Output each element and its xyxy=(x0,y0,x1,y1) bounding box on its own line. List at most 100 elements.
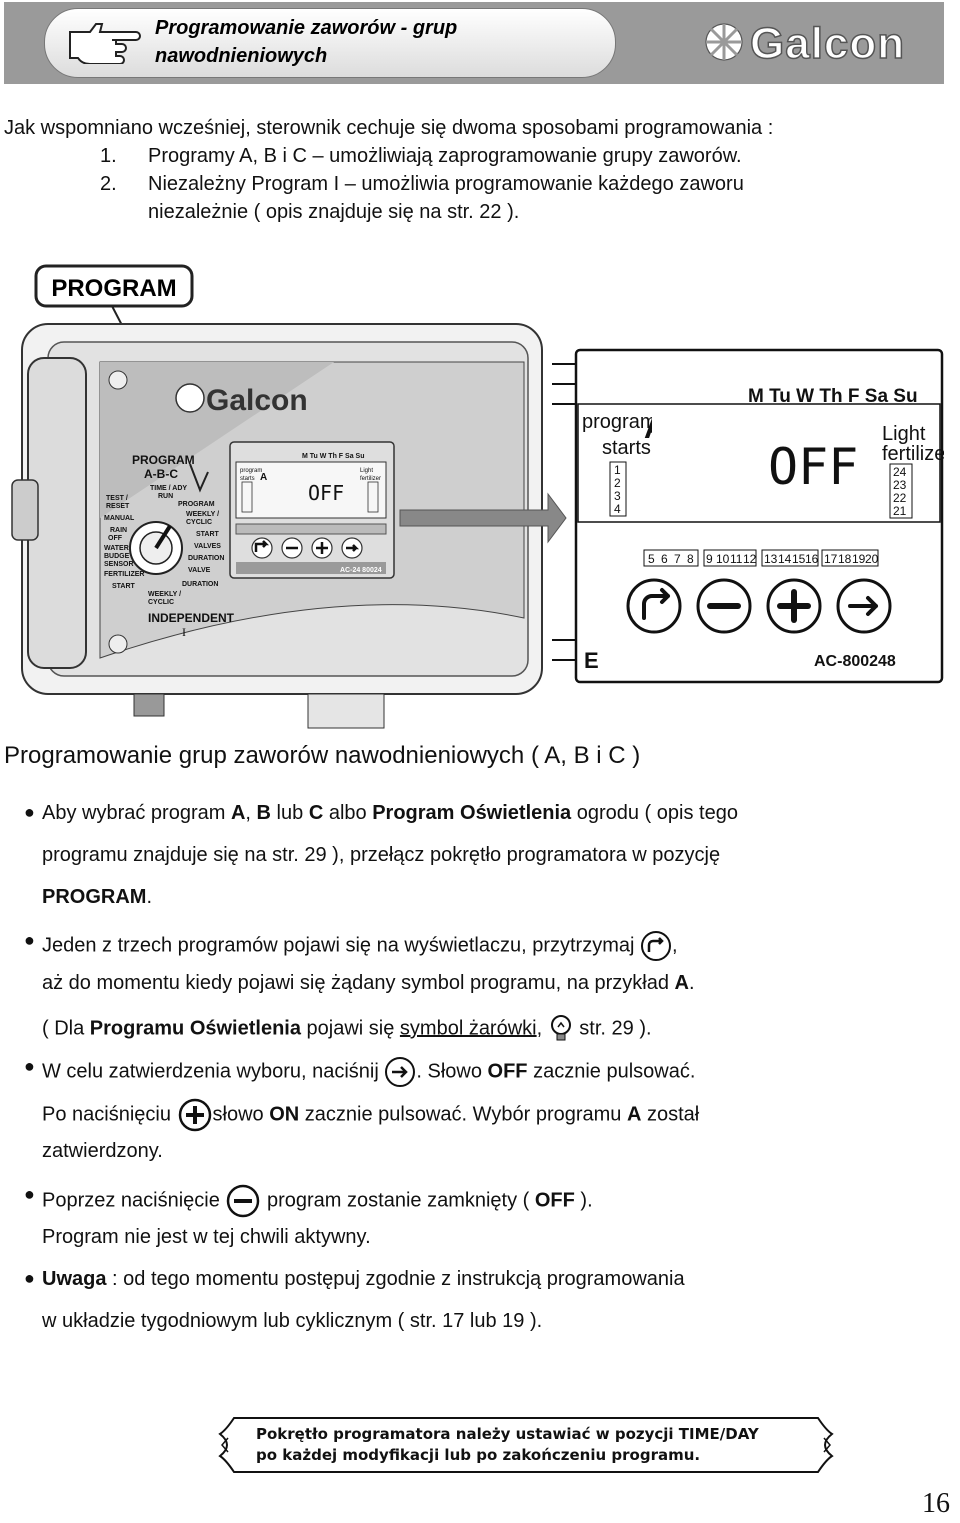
dial-position-labels: TEST / RESET MANUAL RAIN OFF WATER BUDGE… xyxy=(104,485,224,606)
bullet-dot: ● xyxy=(24,930,35,950)
svg-text:10: 10 xyxy=(716,552,730,566)
svg-text:A: A xyxy=(260,472,267,483)
svg-text:WATER: WATER xyxy=(104,545,129,552)
cycle-button-icon xyxy=(641,931,671,961)
svg-text:starts: starts xyxy=(602,437,651,459)
svg-text:starts: starts xyxy=(240,476,255,482)
method-item-1: 1.Programy A, B i C – umożliwiają zaprog… xyxy=(100,145,742,167)
svg-text:fertilizer: fertilizer xyxy=(882,443,944,465)
svg-text:RAIN: RAIN xyxy=(110,527,127,534)
svg-text:8: 8 xyxy=(687,552,694,566)
bulb-icon xyxy=(550,1015,571,1041)
svg-text:VALVES: VALVES xyxy=(194,543,221,550)
svg-text:SENSOR: SENSOR xyxy=(104,561,134,568)
valve-numbers-row: 5 6 7 8 9 10 11 12 13 14 15 16 17 18 19 … xyxy=(643,549,879,567)
note-box xyxy=(218,1417,834,1473)
svg-text:RUN: RUN xyxy=(158,493,173,500)
svg-text:12: 12 xyxy=(743,552,757,566)
svg-text:PROGRAM: PROGRAM xyxy=(132,453,195,467)
svg-text:DURATION: DURATION xyxy=(182,581,218,588)
svg-text:WEEKLY /: WEEKLY / xyxy=(148,591,181,598)
svg-text:E: E xyxy=(584,648,599,673)
svg-text:Light: Light xyxy=(360,468,373,474)
svg-text:Galcon: Galcon xyxy=(206,384,308,417)
svg-text:A-B-C: A-B-C xyxy=(144,467,178,481)
minus-button-icon xyxy=(227,1184,260,1218)
svg-text:4: 4 xyxy=(614,502,621,516)
header-title-banner xyxy=(44,8,616,78)
bullet-dot: ● xyxy=(24,1268,35,1288)
page-number: 16 xyxy=(922,1488,950,1519)
program-callout xyxy=(34,264,194,308)
large-control-panel: M Tu W Th F Sa Su program starts A OFF L… xyxy=(552,348,944,684)
controller-illustration: PROGRAM Galcon PROGRAM A-B-C TEST / RESE… xyxy=(11,264,944,729)
method-item-2: 2.Niezależny Program I – umożliwia progr… xyxy=(100,173,744,195)
svg-text:INDEPENDENT: INDEPENDENT xyxy=(148,611,235,625)
method-item-2-continued: niezależnie ( opis znajduje się na str. … xyxy=(148,201,520,223)
svg-text:VALVE: VALVE xyxy=(188,567,211,574)
intro-text: Jak wspomniano wcześniej, sterownik cech… xyxy=(4,117,774,139)
svg-text:6: 6 xyxy=(661,552,668,566)
bullet-dot: ● xyxy=(24,1056,35,1076)
svg-text:1: 1 xyxy=(614,463,621,477)
svg-text:22: 22 xyxy=(893,491,907,505)
svg-text:14: 14 xyxy=(778,552,792,566)
svg-text:CYCLIC: CYCLIC xyxy=(186,519,212,526)
svg-text:TEST /: TEST / xyxy=(106,495,128,502)
svg-text:13: 13 xyxy=(764,552,778,566)
svg-text:21: 21 xyxy=(893,504,907,518)
svg-text:Light: Light xyxy=(882,423,926,445)
svg-text:3: 3 xyxy=(614,489,621,503)
svg-text:20: 20 xyxy=(865,552,879,566)
arrow-button-icon xyxy=(385,1057,416,1087)
galcon-logo: Galcon xyxy=(705,18,905,68)
cycle-button xyxy=(626,578,682,634)
page-title: Programowanie zaworów - grup nawodnienio… xyxy=(155,17,458,67)
section-title: Programowanie grup zaworów nawodnieniowy… xyxy=(4,742,641,769)
svg-text:17: 17 xyxy=(824,552,838,566)
svg-text:16: 16 xyxy=(805,552,819,566)
svg-text:2: 2 xyxy=(614,476,621,490)
svg-text:program: program xyxy=(240,468,262,474)
svg-text:RESET: RESET xyxy=(106,503,130,510)
svg-text:15: 15 xyxy=(792,552,806,566)
svg-text:M Tu W Th F Sa Su: M Tu W Th F Sa Su xyxy=(302,453,364,460)
svg-text:M Tu W Th F Sa Su: M Tu W Th F Sa Su xyxy=(748,386,918,407)
svg-text:PROGRAM: PROGRAM xyxy=(178,501,215,508)
start-number-column: 1 2 3 4 xyxy=(609,461,627,517)
plus-button-icon xyxy=(178,1098,211,1132)
device-galcon-logo: Galcon xyxy=(175,383,308,417)
bullet-dot: ● xyxy=(24,802,35,822)
svg-text:AC-24 80024: AC-24 80024 xyxy=(340,567,382,574)
svg-text:PROGRAM: PROGRAM xyxy=(51,275,176,302)
svg-text:Galcon: Galcon xyxy=(750,19,905,68)
svg-text:AC-800248: AC-800248 xyxy=(814,653,896,670)
svg-text:START: START xyxy=(196,531,220,538)
svg-text:19: 19 xyxy=(852,552,866,566)
zoom-arrow xyxy=(399,492,567,544)
svg-text:24: 24 xyxy=(893,465,907,479)
svg-text:TIME / ADY: TIME / ADY xyxy=(150,485,187,492)
pointing-hand-icon xyxy=(69,23,141,64)
svg-text:FERTILIZER: FERTILIZER xyxy=(104,571,144,578)
svg-text:18: 18 xyxy=(838,552,852,566)
svg-text:I: I xyxy=(182,625,186,639)
svg-text:fertilizer: fertilizer xyxy=(360,476,381,482)
svg-text:program: program xyxy=(582,411,656,433)
svg-text:23: 23 xyxy=(893,478,907,492)
bullet-dot: ● xyxy=(24,1184,35,1204)
right-number-column: 24 23 22 21 xyxy=(889,463,913,519)
svg-text:OFF: OFF xyxy=(768,438,858,496)
svg-text:9: 9 xyxy=(706,552,713,566)
svg-text:OFF: OFF xyxy=(308,481,344,505)
svg-text:7: 7 xyxy=(674,552,681,566)
svg-text:OFF: OFF xyxy=(108,535,123,542)
svg-text:11: 11 xyxy=(730,552,743,566)
svg-text:CYCLIC: CYCLIC xyxy=(148,599,174,606)
svg-text:DURATION: DURATION xyxy=(188,555,224,562)
svg-text:WEEKLY /: WEEKLY / xyxy=(186,511,219,518)
svg-text:START: START xyxy=(112,583,136,590)
svg-text:MANUAL: MANUAL xyxy=(104,515,135,522)
svg-text:BUDGET: BUDGET xyxy=(104,553,134,560)
svg-text:5: 5 xyxy=(648,552,655,566)
